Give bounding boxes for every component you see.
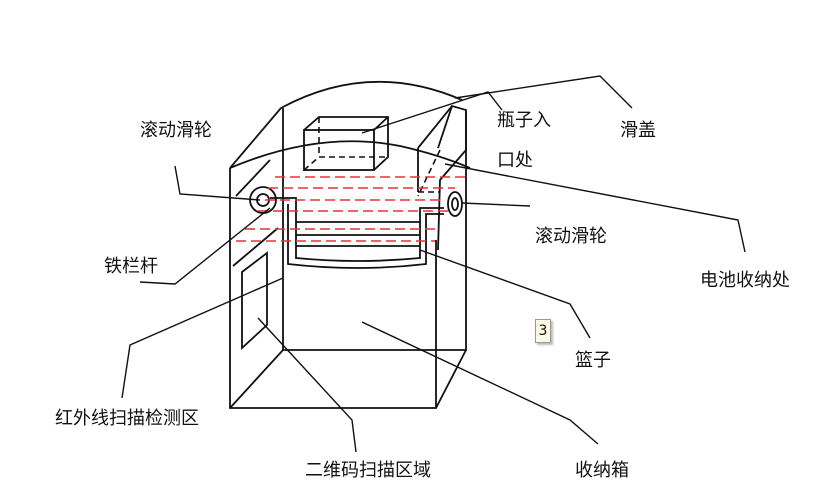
- bottle-entry-box: [303, 116, 389, 171]
- page-badge: 3: [535, 319, 551, 343]
- label-storage-box: 收纳箱: [575, 460, 629, 481]
- label-roller-right: 滚动滑轮: [535, 226, 607, 247]
- basket: [270, 197, 444, 269]
- label-bottle-entry-1: 瓶子入: [497, 110, 551, 131]
- leader-lines: [121, 75, 746, 453]
- qr-scan-panel: [241, 251, 268, 351]
- label-iron-rail: 铁栏杆: [104, 256, 158, 277]
- infrared-beams: [236, 176, 465, 242]
- label-roller-left: 滚动滑轮: [140, 120, 212, 141]
- label-qr-zone: 二维码扫描区域: [305, 460, 431, 481]
- label-battery-storage: 电池收纳处: [700, 270, 790, 291]
- slide-cover: [417, 104, 467, 251]
- label-basket: 篮子: [575, 350, 611, 371]
- label-bottle-entry-2: 口处: [497, 150, 533, 171]
- label-infrared-zone: 红外线扫描检测区: [55, 408, 199, 429]
- roller-right: [447, 191, 463, 217]
- label-slide-cover: 滑盖: [620, 120, 656, 141]
